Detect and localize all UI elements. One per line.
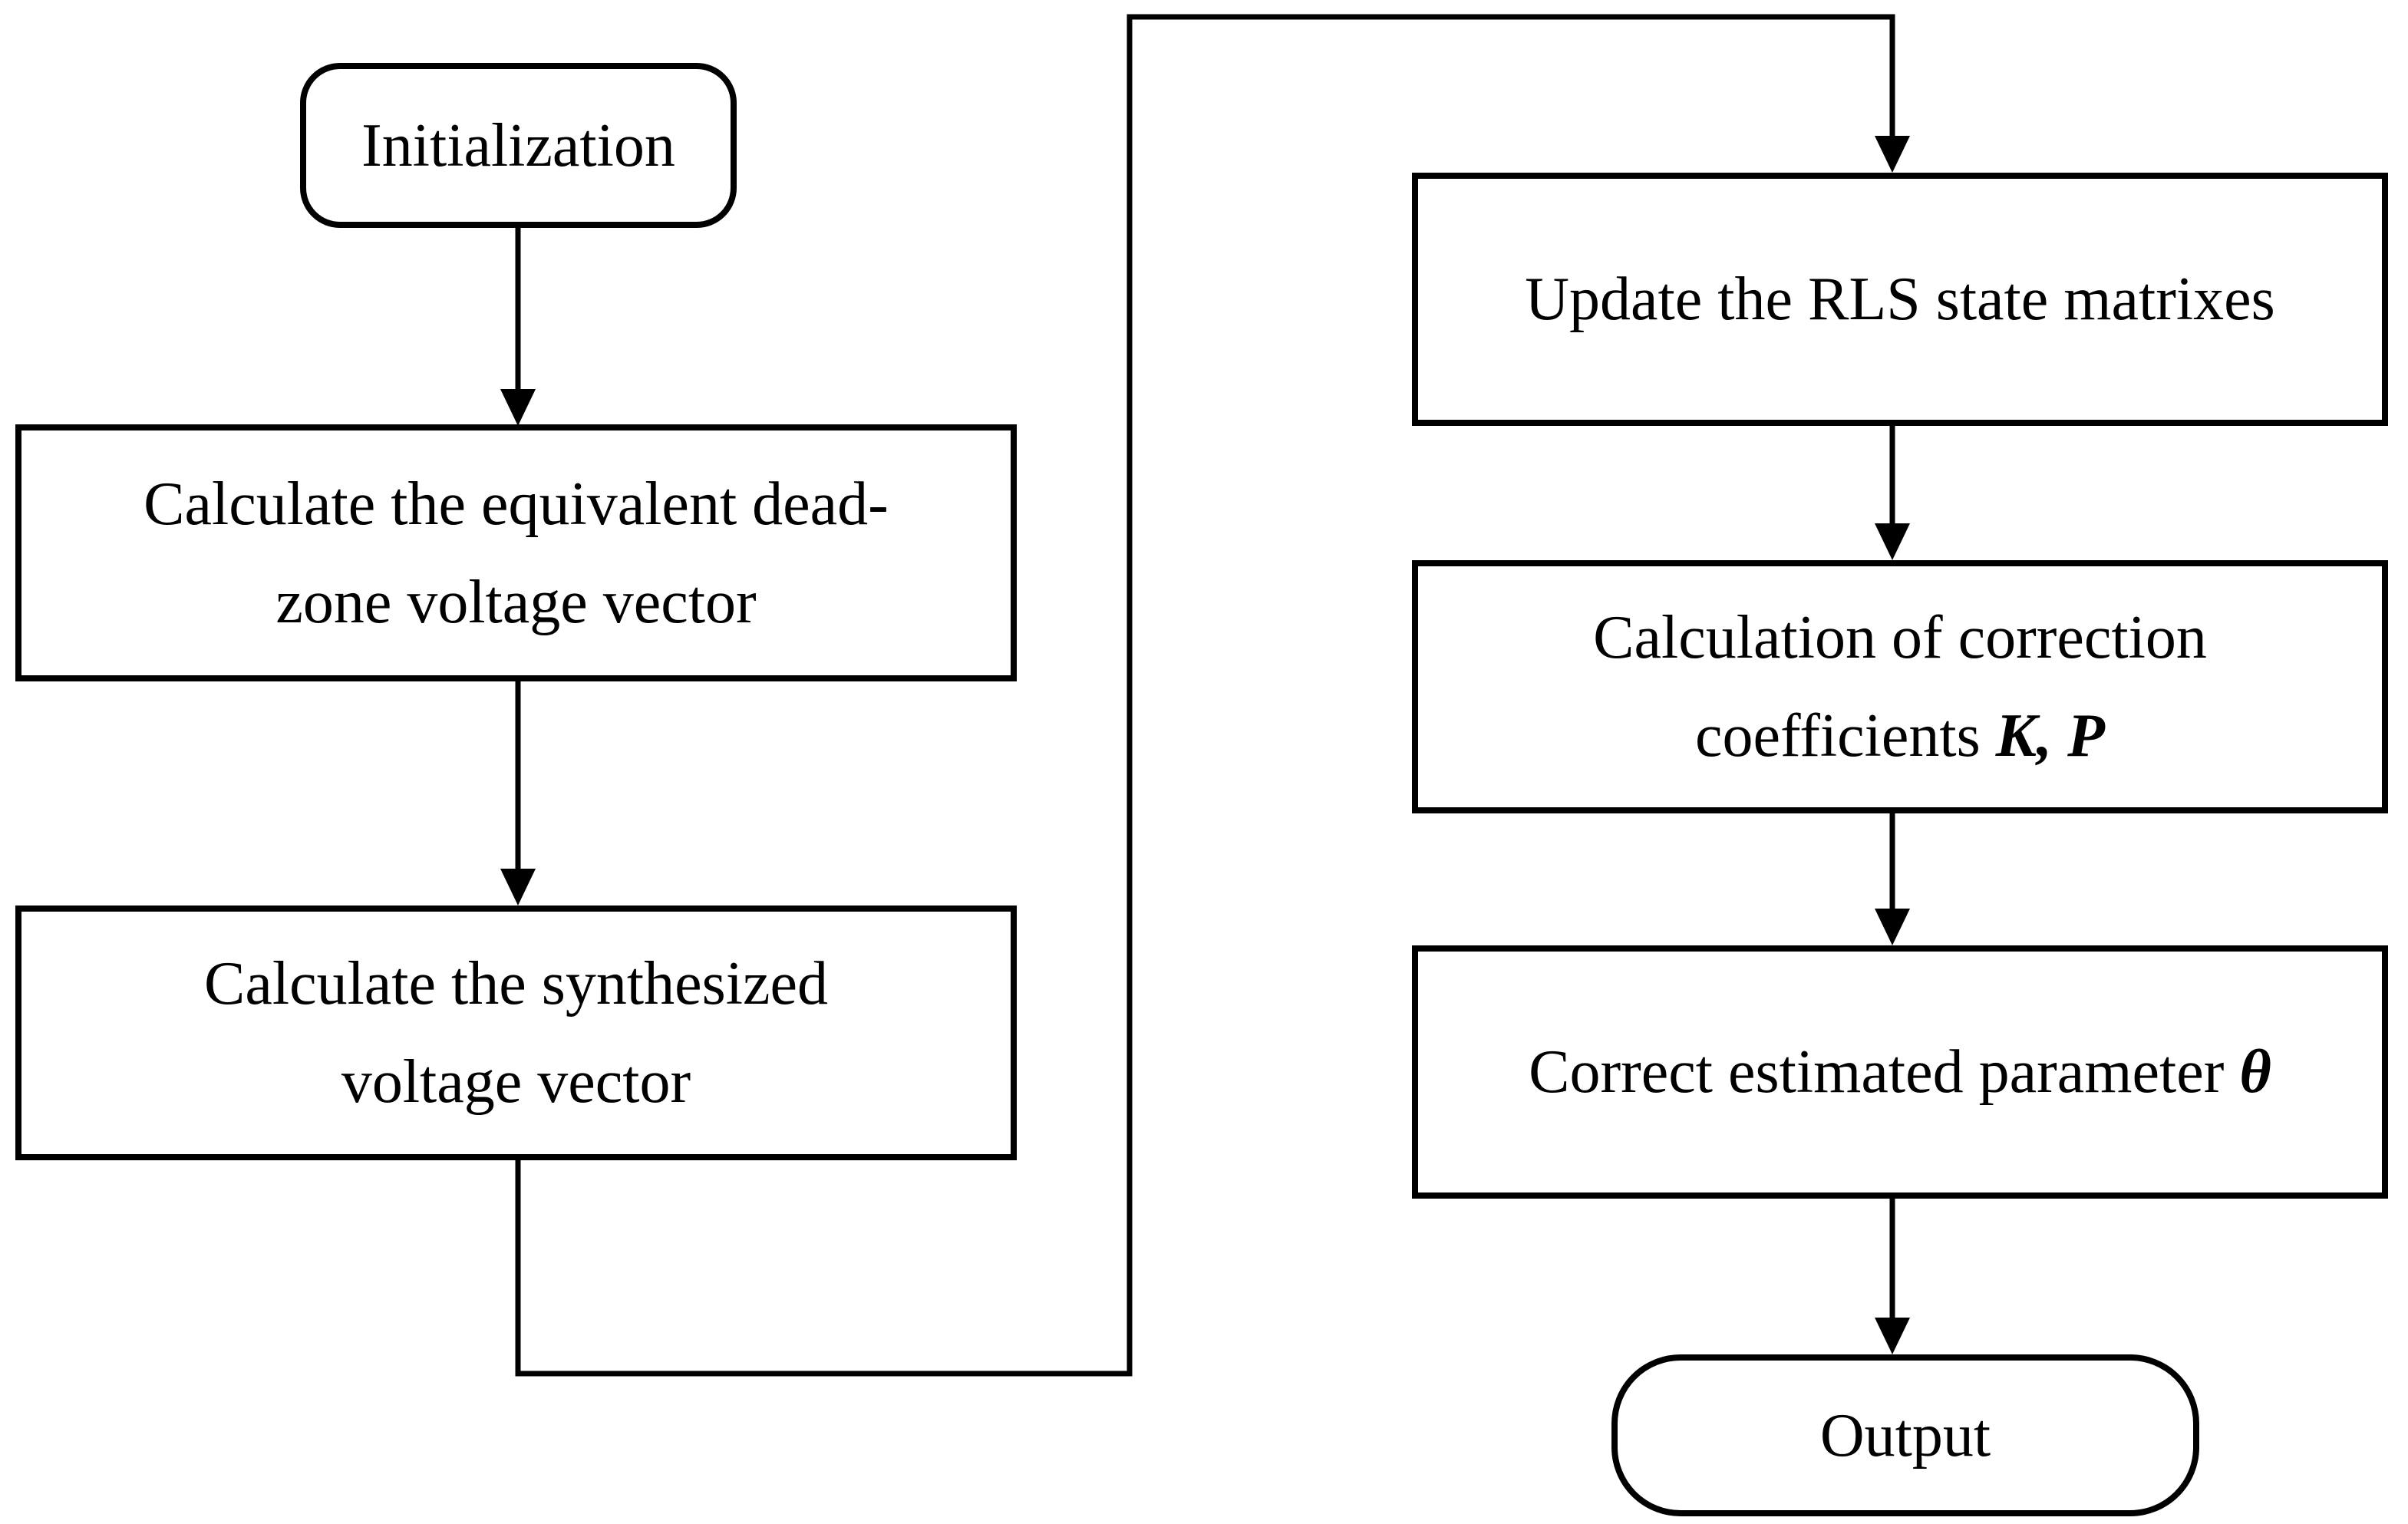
node-calculate-deadzone-voltage-line1: Calculate the equivalent dead- [143, 470, 889, 538]
node-update-rls-state-matrixes-label: Update the RLS state matrixes [1525, 266, 2275, 333]
node-output-label: Output [1819, 1401, 1991, 1470]
arrowhead-into-update [1875, 136, 1910, 173]
node-calculation-correction-coefficients: Calculation of correction coefficients K… [1412, 560, 2388, 813]
node-calculate-synthesized-voltage-line2: voltage vector [341, 1048, 691, 1116]
symbol-theta: θ [2239, 1038, 2271, 1106]
correct-parameter-text: Correct estimated parameter [1529, 1038, 2240, 1106]
arrowhead-into-calc [1875, 523, 1910, 560]
node-initialization-label: Initialization [361, 111, 675, 180]
coefficients-text: coefficients [1695, 702, 1996, 770]
node-correct-estimated-parameter: Correct estimated parameter θ [1412, 945, 2388, 1199]
node-calculate-deadzone-voltage-line2: zone voltage vector [275, 568, 757, 636]
node-calculate-synthesized-voltage: Calculate the synthesized voltage vector [15, 905, 1017, 1160]
arrowhead-into-deadzone [500, 389, 536, 426]
node-update-rls-state-matrixes: Update the RLS state matrixes [1412, 173, 2388, 426]
arrowhead-into-output [1875, 1318, 1910, 1354]
node-calculation-correction-coefficients-line2: coefficients K, P [1695, 687, 2105, 785]
node-calculate-deadzone-voltage: Calculate the equivalent dead- zone volt… [15, 424, 1017, 681]
arrowhead-into-correct [1875, 909, 1910, 945]
node-calculate-synthesized-voltage-line1: Calculate the synthesized [203, 950, 829, 1018]
node-calculation-correction-coefficients-line1: Calculation of correction [1593, 604, 2207, 671]
arrowhead-into-synth [500, 869, 536, 905]
node-correct-estimated-parameter-label: Correct estimated parameter θ [1529, 1023, 2271, 1121]
arrow-synth-to-update-route [515, 14, 1895, 1377]
node-initialization: Initialization [300, 63, 737, 228]
node-output: Output [1611, 1354, 2199, 1516]
symbol-K-P: K, P [1995, 702, 2105, 770]
